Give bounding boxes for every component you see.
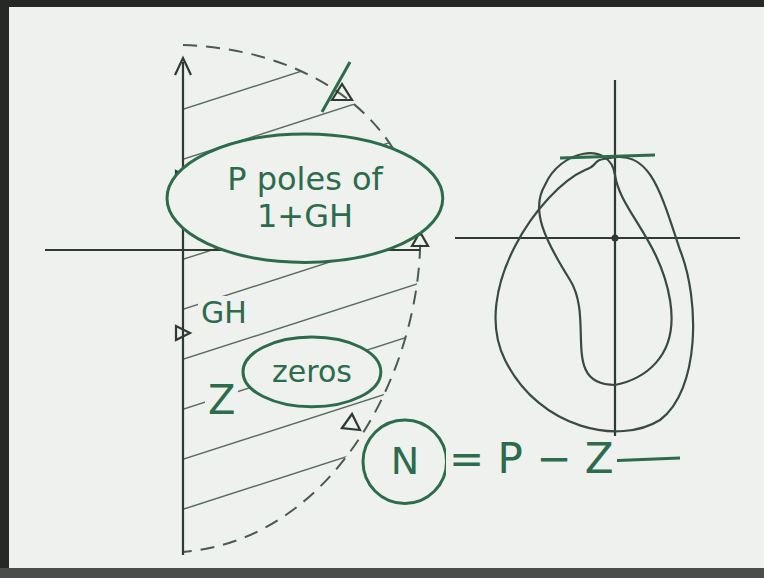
- pointer-stroke: [322, 62, 350, 112]
- ellipse-outline: [167, 134, 443, 262]
- ellipse-outline: [363, 420, 447, 504]
- nyquist-plot: [496, 157, 694, 431]
- handwritten-label: Z: [205, 378, 238, 422]
- real-axis: [455, 237, 740, 239]
- handwritten-note: P poles of 1+GH: [218, 161, 393, 235]
- photo-frame: [0, 0, 9, 578]
- marker-stroke: [560, 155, 655, 158]
- nyquist-plot: [539, 153, 672, 385]
- photo-frame: [0, 0, 764, 7]
- photo-frame: [0, 568, 764, 578]
- hatching: [150, 20, 460, 578]
- ellipse-outline: [243, 337, 381, 407]
- imaginary-axis: [182, 62, 184, 555]
- handwritten-note: N: [391, 440, 419, 484]
- handwritten-label: = P − Z: [446, 436, 617, 482]
- axis-arrow: [175, 58, 191, 75]
- handwritten-label: GH: [198, 296, 250, 329]
- circled-note: zeros: [241, 335, 383, 409]
- circled-note: P poles of 1+GH: [165, 132, 445, 264]
- handwritten-note: zeros: [272, 355, 352, 390]
- circled-note: N: [361, 418, 449, 506]
- critical-point: [612, 235, 619, 242]
